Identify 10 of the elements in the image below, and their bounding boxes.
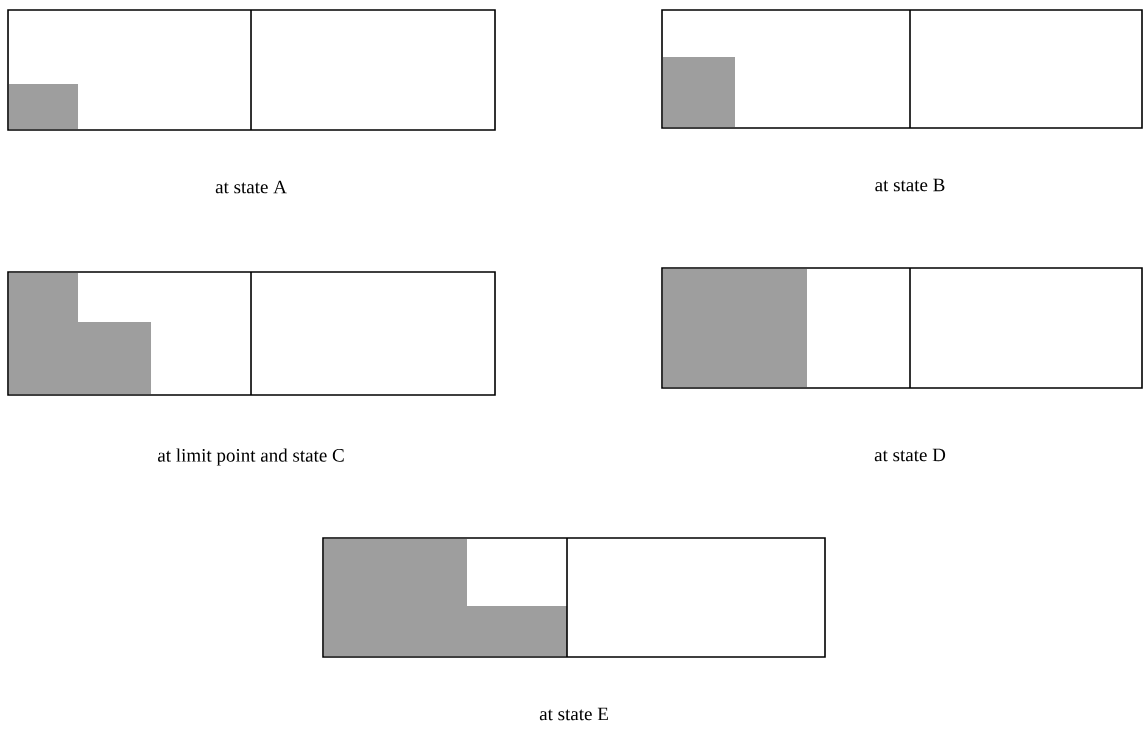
partition-box	[661, 267, 1143, 389]
node-label: at limit point and state C	[158, 448, 344, 466]
node-label: at state B	[875, 178, 945, 192]
node-label: at state E	[539, 707, 608, 721]
partition-box	[661, 9, 1143, 129]
partition-box	[7, 271, 496, 396]
partition-box	[7, 9, 496, 131]
partition-box	[322, 537, 826, 658]
node-label: at state D	[874, 448, 946, 462]
node-label: at state A	[215, 180, 287, 194]
